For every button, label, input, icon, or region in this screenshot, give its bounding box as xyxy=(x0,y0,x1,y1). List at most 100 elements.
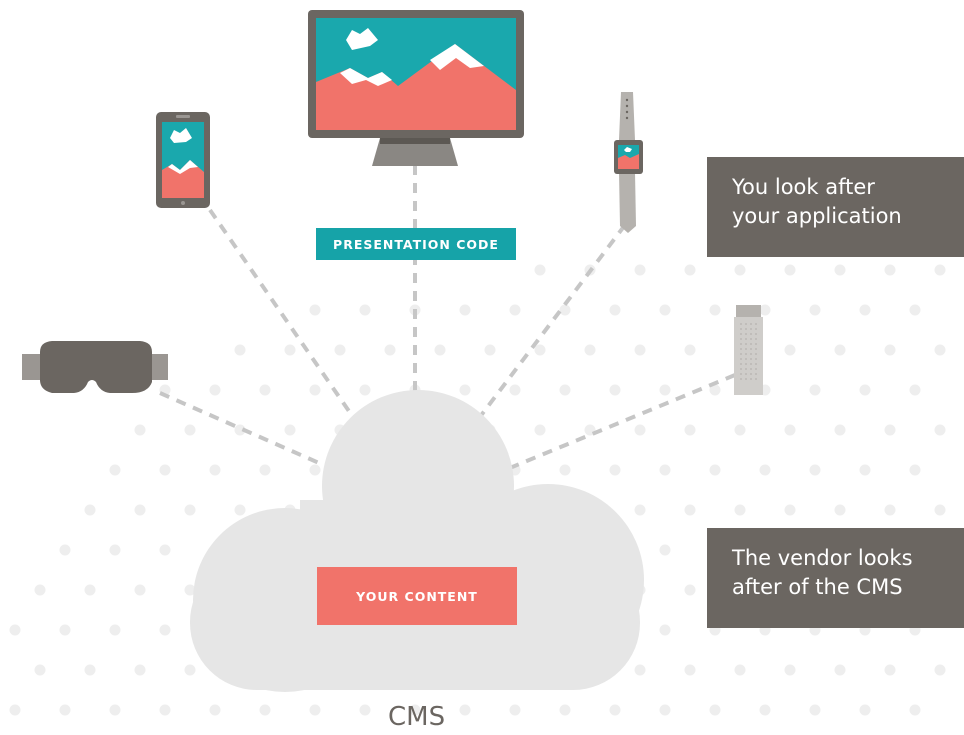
grille-dot xyxy=(740,363,742,365)
grille-dot xyxy=(745,348,747,350)
background-dot xyxy=(734,664,746,676)
background-dot xyxy=(859,704,871,716)
background-dot xyxy=(559,384,571,396)
background-dot xyxy=(259,384,271,396)
presentation-code-tag: PRESENTATION CODE xyxy=(333,236,499,252)
background-dot xyxy=(659,464,671,476)
grille-dot xyxy=(745,378,747,380)
your-content-tag: YOUR CONTENT xyxy=(356,588,478,604)
grille-dot xyxy=(755,358,757,360)
background-dot xyxy=(609,304,621,316)
grille-dot xyxy=(750,378,752,380)
grille-dot xyxy=(745,368,747,370)
background-dot xyxy=(259,704,271,716)
background-dot xyxy=(684,344,696,356)
background-dot xyxy=(184,584,196,596)
grille-dot xyxy=(740,368,742,370)
connector-lines xyxy=(159,165,736,472)
background-dot xyxy=(834,264,846,276)
background-dot xyxy=(159,544,171,556)
background-dot xyxy=(809,464,821,476)
background-dot xyxy=(934,264,946,276)
background-dot xyxy=(109,704,121,716)
grille-dot xyxy=(750,323,752,325)
application-note-line2: your application xyxy=(732,204,902,228)
background-dot xyxy=(9,704,21,716)
background-dot xyxy=(734,504,746,516)
background-dot xyxy=(659,384,671,396)
background-dot xyxy=(409,704,421,716)
grille-dot xyxy=(755,343,757,345)
background-dot xyxy=(309,384,321,396)
background-dot xyxy=(359,304,371,316)
background-dot xyxy=(184,504,196,516)
background-dot xyxy=(709,464,721,476)
connector-watch xyxy=(468,223,627,432)
background-dot xyxy=(134,664,146,676)
grille-dot xyxy=(755,363,757,365)
streaming-stick-icon xyxy=(734,305,763,395)
background-dot xyxy=(909,384,921,396)
grille-dot xyxy=(750,353,752,355)
background-dot xyxy=(109,544,121,556)
grille-dot xyxy=(755,323,757,325)
grille-dot xyxy=(755,378,757,380)
background-dot xyxy=(559,304,571,316)
grille-dot xyxy=(755,333,757,335)
background-dot xyxy=(884,504,896,516)
background-dot xyxy=(909,464,921,476)
background-dot xyxy=(634,424,646,436)
watch-icon xyxy=(614,92,643,233)
background-dot xyxy=(634,504,646,516)
background-dot xyxy=(284,344,296,356)
background-dot xyxy=(684,504,696,516)
background-dot xyxy=(684,424,696,436)
background-dot xyxy=(109,464,121,476)
presentation-code-tag-bg xyxy=(316,228,516,260)
grille-dot xyxy=(750,363,752,365)
background-dot xyxy=(934,504,946,516)
background-dot xyxy=(59,544,71,556)
background-dot xyxy=(784,264,796,276)
background-dot xyxy=(584,344,596,356)
monitor-icon xyxy=(308,10,524,166)
application-note-line1: You look after xyxy=(732,175,875,199)
background-dot xyxy=(134,584,146,596)
background-dot xyxy=(859,464,871,476)
background-dot xyxy=(859,384,871,396)
background-dot xyxy=(684,264,696,276)
background-dot xyxy=(759,464,771,476)
background-dot xyxy=(784,664,796,676)
background-dot xyxy=(934,664,946,676)
grille-dot xyxy=(740,338,742,340)
grille-dot xyxy=(745,363,747,365)
grille-dot xyxy=(745,353,747,355)
grille-dot xyxy=(750,358,752,360)
background-dot xyxy=(659,704,671,716)
connector-vr xyxy=(159,391,336,472)
background-dot xyxy=(834,344,846,356)
background-dot xyxy=(209,384,221,396)
grille-dot xyxy=(755,353,757,355)
background-dot xyxy=(509,304,521,316)
grille-dot xyxy=(750,338,752,340)
background-dot xyxy=(34,584,46,596)
grille-dot xyxy=(745,343,747,345)
background-dot xyxy=(784,424,796,436)
application-note: You look after your application xyxy=(707,157,964,257)
background-dot xyxy=(784,504,796,516)
grille-dot xyxy=(745,333,747,335)
background-dot xyxy=(909,304,921,316)
background-dot xyxy=(534,264,546,276)
background-dot xyxy=(534,344,546,356)
background-dot xyxy=(84,664,96,676)
grille-dot xyxy=(740,353,742,355)
background-dot xyxy=(209,704,221,716)
background-dot xyxy=(659,624,671,636)
background-dot xyxy=(459,704,471,716)
background-dot xyxy=(859,304,871,316)
background-dot xyxy=(884,424,896,436)
background-dot xyxy=(134,424,146,436)
background-dot xyxy=(359,384,371,396)
